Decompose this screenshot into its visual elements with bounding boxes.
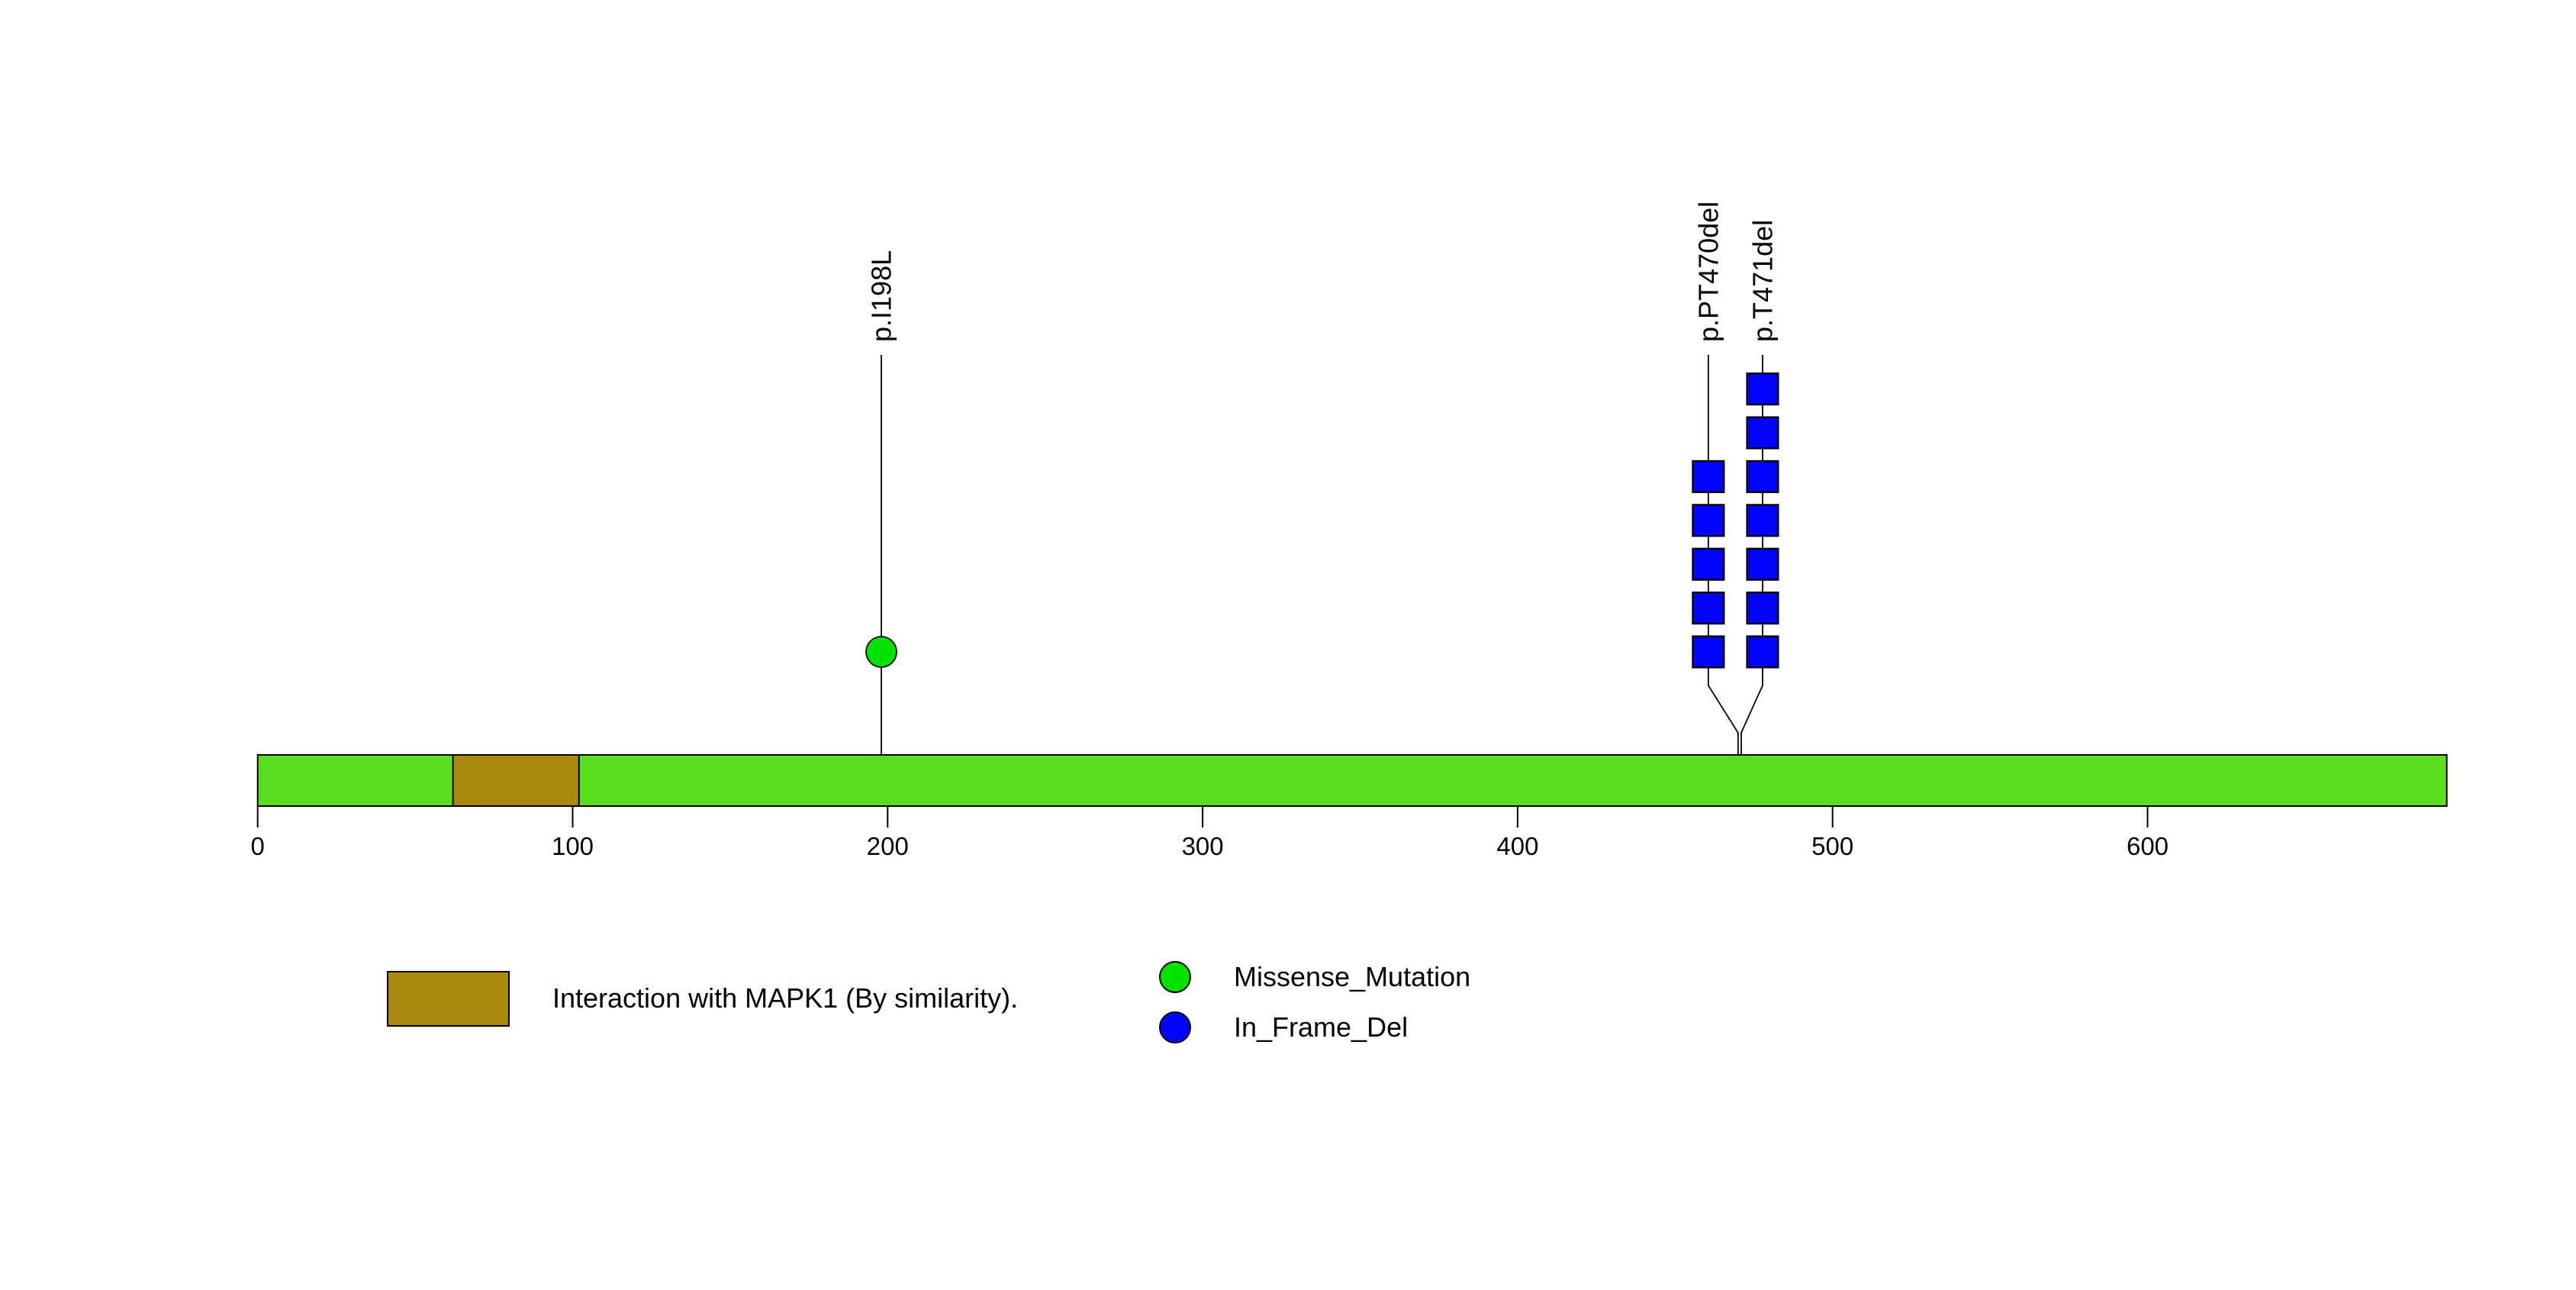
domain-legend-label: Interaction with MAPK1 (By similarity). (552, 982, 1019, 1014)
lollipop-label-p.T471del: p.T471del (1747, 220, 1778, 342)
axis-tick-label-400: 400 (1496, 832, 1538, 860)
mutation-circle-p.I198L (865, 636, 897, 668)
mutation-square-p.T471del (1746, 416, 1779, 450)
mutation-square-p.T471del (1746, 460, 1779, 493)
protein-bar (256, 754, 2448, 807)
mutation-square-p.PT470del (1692, 592, 1725, 625)
mutation-square-p.PT470del (1692, 504, 1725, 537)
axis-tick-label-0: 0 (251, 832, 265, 860)
axis-tick-label-200: 200 (867, 832, 909, 860)
mutation-square-p.T471del (1746, 504, 1779, 537)
axis-tick-label-100: 100 (552, 832, 594, 860)
missense-mutation-color-swatch (1159, 961, 1191, 993)
domain-color-swatch (387, 971, 510, 1027)
domain-rect (452, 754, 580, 807)
lollipop-label-p.PT470del: p.PT470del (1692, 202, 1724, 342)
mutation-square-p.PT470del (1692, 460, 1725, 493)
axis-tick-label-500: 500 (1811, 832, 1853, 860)
axis-tick-label-600: 600 (2127, 832, 2169, 860)
mutation-square-p.T471del (1746, 372, 1779, 406)
in-frame-del-legend-label: In_Frame_Del (1234, 1011, 1409, 1043)
mutation-square-p.PT470del (1692, 547, 1725, 581)
mutation-square-p.PT470del (1692, 635, 1725, 669)
mutation-square-p.T471del (1746, 547, 1779, 581)
mutation-square-p.T471del (1746, 635, 1779, 669)
missense-mutation-legend-label: Missense_Mutation (1234, 961, 1471, 992)
lollipop-label-p.I198L: p.I198L (866, 250, 897, 342)
mutation-square-p.T471del (1746, 592, 1779, 625)
in-frame-del-color-swatch (1159, 1011, 1191, 1043)
axis-tick-label-300: 300 (1182, 832, 1224, 860)
